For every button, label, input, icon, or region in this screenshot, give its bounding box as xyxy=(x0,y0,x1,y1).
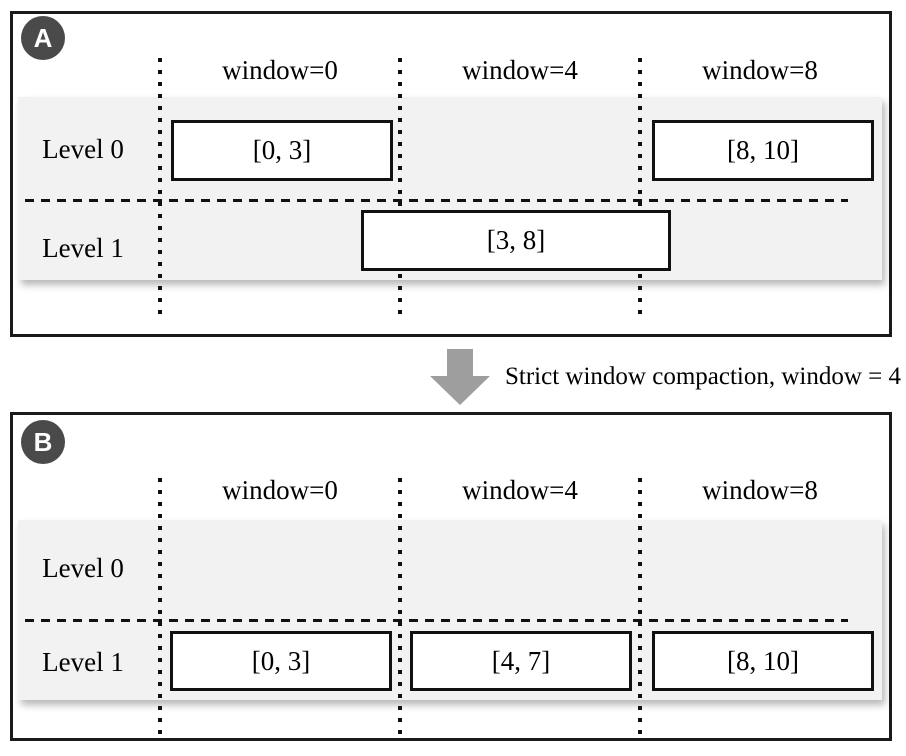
down-arrow-head xyxy=(430,376,490,405)
panel-a-level-divider-dashed-line xyxy=(25,199,848,202)
panel-b-sstable-level1-4-7: [4, 7] xyxy=(410,631,632,691)
panel-a-level-0-label: Level 0 xyxy=(42,134,124,164)
panel-a-sstable-level1-3-8: [3, 8] xyxy=(361,210,671,271)
down-arrow-icon xyxy=(430,349,490,405)
panel-a-column-header-window-8: window=8 xyxy=(702,55,818,85)
panel-b-window-boundary-dotted-line-3 xyxy=(638,478,642,736)
panel-a-sstable-level0-0-3: [0, 3] xyxy=(171,120,393,181)
panel-b-sstable-level1-8-10: [8, 10] xyxy=(652,631,874,691)
panel-b-level-0-label: Level 0 xyxy=(42,553,124,583)
panel-b-badge: B xyxy=(21,420,65,464)
panel-b-level-divider-dashed-line xyxy=(25,619,848,622)
panel-a-window-boundary-dotted-line-3 xyxy=(638,58,642,322)
panel-a-sstable-level0-8-10: [8, 10] xyxy=(652,120,874,181)
panel-a-column-header-window-4: window=4 xyxy=(462,55,578,85)
panel-a-column-header-window-0: window=0 xyxy=(222,55,338,85)
transition-label: Strict window compaction, window = 4 xyxy=(505,363,901,390)
panel-a: A window=0 window=4 window=8 Level 0 Lev… xyxy=(10,11,892,337)
transition-annotation: Strict window compaction, window = 4 xyxy=(0,338,906,412)
panel-a-window-boundary-dotted-line-2 xyxy=(398,58,402,322)
panel-b-level-1-label: Level 1 xyxy=(42,647,124,677)
panel-b: B window=0 window=4 window=8 Level 0 Lev… xyxy=(10,412,892,741)
down-arrow-shaft xyxy=(447,349,473,376)
panel-b-column-header-window-8: window=8 xyxy=(702,475,818,505)
panel-b-window-boundary-dotted-line-1 xyxy=(158,478,162,736)
panel-b-window-boundary-dotted-line-2 xyxy=(398,478,402,736)
panel-b-sstable-level1-0-3: [0, 3] xyxy=(170,631,392,691)
panel-b-column-header-window-0: window=0 xyxy=(222,475,338,505)
panel-a-window-boundary-dotted-line-1 xyxy=(158,58,162,322)
panel-a-badge: A xyxy=(21,16,65,60)
panel-b-column-header-window-4: window=4 xyxy=(462,475,578,505)
panel-a-level-1-label: Level 1 xyxy=(42,233,124,263)
